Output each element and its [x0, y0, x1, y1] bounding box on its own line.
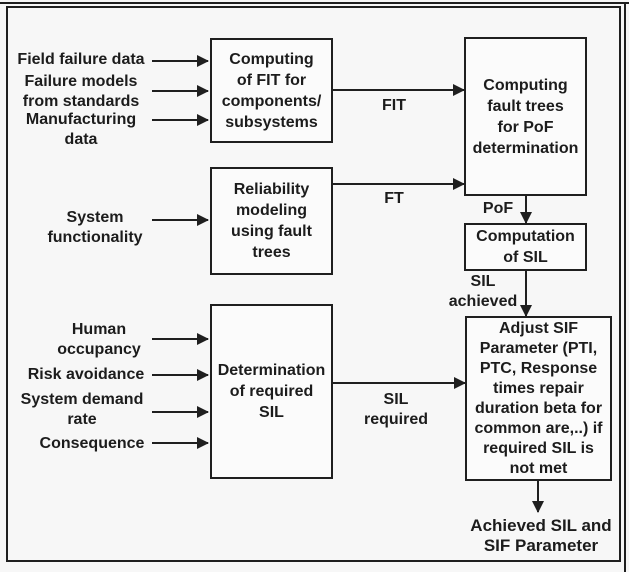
box-computation-of-sil: Computation of SIL [464, 223, 587, 271]
arrow-system-functionality [152, 214, 209, 226]
edge-label-fit: FIT [382, 97, 406, 114]
arrow-adjust-to-output [532, 481, 544, 513]
arrow-failure-models [152, 85, 209, 97]
arrow-risk-avoidance [152, 369, 209, 381]
input-label-failure-models: Failure models from standards [22, 73, 140, 110]
edge-label-sil-required: SIL required [363, 391, 428, 428]
arrow-sil-achieved-to-adjust [520, 271, 532, 317]
diagram-border-frame [6, 6, 621, 562]
input-label-consequence: Consequence [39, 435, 145, 452]
arrow-system-demand-rate [152, 406, 209, 418]
input-label-system-demand-rate: System demand rate [20, 391, 144, 428]
outer-border-right-line [624, 2, 626, 572]
arrow-human-occupancy [152, 333, 209, 345]
edge-label-sil-achieved: SIL achieved [448, 273, 518, 310]
input-label-manufacturing-data: Manufacturing data [25, 111, 137, 148]
box-reliability-modeling: Reliability modeling using fault trees [210, 167, 333, 275]
box-computing-fault-trees: Computing fault trees for PoF determinat… [464, 37, 587, 196]
output-label-achieved-sil: Achieved SIL and SIF Parameter [470, 516, 612, 555]
box-determination-required-sil: Determination of required SIL [210, 304, 333, 479]
box-computing-fit: Computing of FIT for components/ subsyst… [210, 38, 333, 143]
arrow-sil-required-to-adjust [333, 377, 466, 389]
arrow-pof-to-sil-computation [520, 196, 532, 224]
box-adjust-sif-parameter: Adjust SIF Parameter (PTI, PTC, Response… [465, 316, 612, 481]
outer-border-top-line [0, 2, 629, 4]
arrow-ft-to-fault-trees [333, 178, 465, 190]
input-label-system-functionality: System functionality [47, 209, 143, 246]
edge-label-ft: FT [384, 190, 404, 207]
arrow-consequence [152, 437, 209, 449]
arrow-manufacturing-data [152, 114, 209, 126]
arrow-field-failure-data [152, 55, 209, 67]
input-label-risk-avoidance: Risk avoidance [27, 366, 145, 383]
input-label-field-failure-data: Field failure data [17, 51, 145, 68]
edge-label-pof: PoF [482, 200, 514, 217]
arrow-fit-to-fault-trees [333, 84, 465, 96]
input-label-human-occupancy: Human occupancy [57, 321, 141, 358]
